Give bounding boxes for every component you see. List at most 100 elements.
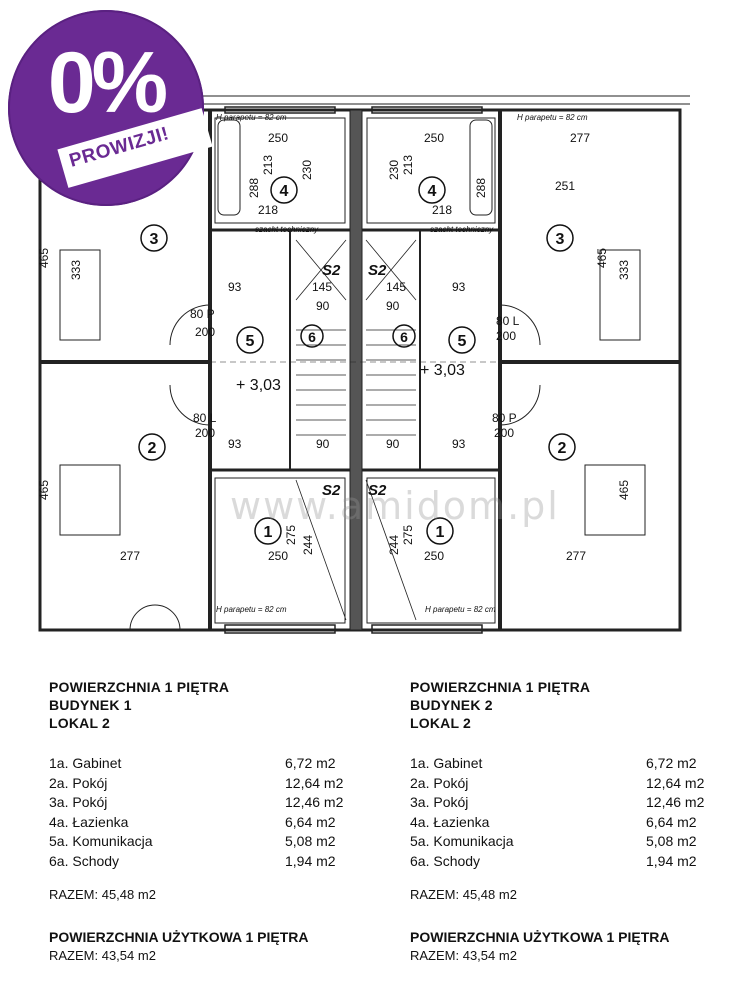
room-number-1-right: 1 — [436, 524, 445, 541]
usable-area-total: RAZEM: 43,54 m2 — [410, 947, 517, 963]
dimension: 465 — [37, 480, 51, 500]
room-number-2-right: 2 — [558, 440, 567, 457]
door-label: 200 — [195, 426, 215, 440]
total-area: RAZEM: 45,48 m2 — [410, 886, 517, 902]
room-number-1-left: 1 — [264, 524, 273, 541]
dimension: 277 — [566, 549, 586, 563]
room-number-5-left: 5 — [246, 333, 255, 350]
dimension: 93 — [452, 280, 466, 294]
dimension: 230 — [387, 160, 401, 180]
dimension: 250 — [424, 131, 444, 145]
dimension: 288 — [474, 178, 488, 198]
room-name: 3a. Pokój — [49, 794, 108, 811]
badge-percent: 0% — [47, 35, 168, 131]
dimension: 218 — [258, 203, 278, 217]
dimension: 250 — [268, 549, 288, 563]
section-building: BUDYNEK 1 — [49, 697, 132, 713]
level-mark-left: + 3,03 — [236, 377, 281, 394]
door-label: 200 — [195, 325, 215, 339]
section-unit: LOKAL 2 — [410, 715, 472, 731]
parapet-label: H parapetu = 82 cm — [216, 605, 287, 614]
shaft-label: szacht techniczny — [430, 225, 494, 234]
room-area: 6,72 m2 — [646, 755, 697, 771]
dimension: 244 — [301, 535, 315, 555]
dimension: 90 — [316, 299, 330, 313]
dimension: 213 — [261, 155, 275, 175]
section-unit: LOKAL 2 — [49, 715, 111, 731]
door-label: 80 P — [190, 307, 215, 321]
dimension: 213 — [401, 155, 415, 175]
stair-mark: S2 — [322, 482, 341, 499]
total-area: RAZEM: 45,48 m2 — [49, 886, 156, 902]
parapet-label: H parapetu = 82 cm — [425, 605, 496, 614]
room-name: 2a. Pokój — [410, 774, 469, 791]
dimension: 145 — [386, 280, 406, 294]
room-number-6-right: 6 — [400, 329, 408, 345]
dimension: 251 — [555, 179, 575, 193]
room-area: 6,72 m2 — [285, 755, 336, 771]
parapet-label: H parapetu = 82 cm — [216, 113, 287, 122]
dimension: 288 — [247, 178, 261, 198]
room-row: 5a. Komunikacja 5,08 m2 — [49, 832, 369, 852]
dimension: 93 — [228, 280, 242, 294]
usable-area-title: POWIERZCHNIA UŻYTKOWA 1 PIĘTRA — [49, 928, 309, 945]
dimension: 218 — [432, 203, 452, 217]
dimension: 93 — [228, 437, 242, 451]
commission-badge: 0% PROWIZJI! — [8, 10, 213, 206]
room-name: 4a. Łazienka — [49, 813, 129, 830]
door-label: 80 L — [496, 314, 520, 328]
room-row: 2a. Pokój 12,64 m2 — [49, 774, 369, 794]
stair-mark: S2 — [368, 262, 387, 279]
room-number-6-left: 6 — [308, 329, 316, 345]
dimension: 277 — [570, 131, 590, 145]
room-number-4-right: 4 — [428, 183, 437, 200]
room-row: 3a. Pokój 12,46 m2 — [410, 793, 730, 813]
dimension: 145 — [312, 280, 332, 294]
section-title: POWIERZCHNIA 1 PIĘTRA — [410, 679, 591, 695]
section-building: BUDYNEK 2 — [410, 697, 493, 713]
room-area: 1,94 m2 — [646, 852, 697, 869]
room-number-5-right: 5 — [458, 333, 467, 350]
room-row: 4a. Łazienka 6,64 m2 — [49, 813, 369, 833]
room-name: 4a. Łazienka — [410, 813, 490, 830]
dimension: 465 — [37, 248, 51, 268]
floor-plan-drawing: 4 4 3 3 5 5 6 6 2 2 1 1 + 3,03 + 3,03 S2… — [37, 95, 690, 634]
room-area: 6,64 m2 — [285, 813, 336, 830]
dimension: 250 — [268, 131, 288, 145]
room-name: 6a. Schody — [49, 852, 120, 869]
section-title: POWIERZCHNIA 1 PIĘTRA — [49, 679, 230, 695]
shaft-label: szacht techniczny — [255, 225, 319, 234]
room-name: 1a. Gabinet — [410, 755, 483, 771]
door-label: 80 L — [193, 411, 217, 425]
room-name: 3a. Pokój — [410, 794, 469, 811]
room-area: 12,64 m2 — [285, 774, 344, 791]
area-table-building-2: POWIERZCHNIA 1 PIĘTRA BUDYNEK 2 LOKAL 2 … — [410, 678, 730, 966]
level-mark-right: + 3,03 — [420, 362, 465, 379]
dimension: 230 — [300, 160, 314, 180]
room-area: 12,46 m2 — [646, 794, 705, 811]
room-area: 5,08 m2 — [285, 833, 336, 850]
room-name: 2a. Pokój — [49, 774, 108, 791]
door-label: 80 P — [492, 411, 517, 425]
dimension: 333 — [69, 260, 83, 280]
watermark: www.amidom.pl — [230, 484, 560, 528]
stair-mark: S2 — [322, 262, 341, 279]
room-area: 1,94 m2 — [285, 852, 336, 869]
usable-area-total: RAZEM: 43,54 m2 — [49, 947, 156, 963]
door-label: 200 — [496, 329, 516, 343]
area-table-building-1: POWIERZCHNIA 1 PIĘTRA BUDYNEK 1 LOKAL 2 … — [49, 678, 369, 966]
room-row: 1a. Gabinet 6,72 m2 — [410, 754, 730, 774]
dimension: 333 — [617, 260, 631, 280]
dimension: 465 — [617, 480, 631, 500]
dimension: 465 — [595, 248, 609, 268]
room-name: 5a. Komunikacja — [49, 833, 153, 850]
dimension: 93 — [452, 437, 466, 451]
stair-mark: S2 — [368, 482, 387, 499]
room-row: 6a. Schody 1,94 m2 — [49, 852, 369, 872]
dimension: 275 — [284, 525, 298, 545]
